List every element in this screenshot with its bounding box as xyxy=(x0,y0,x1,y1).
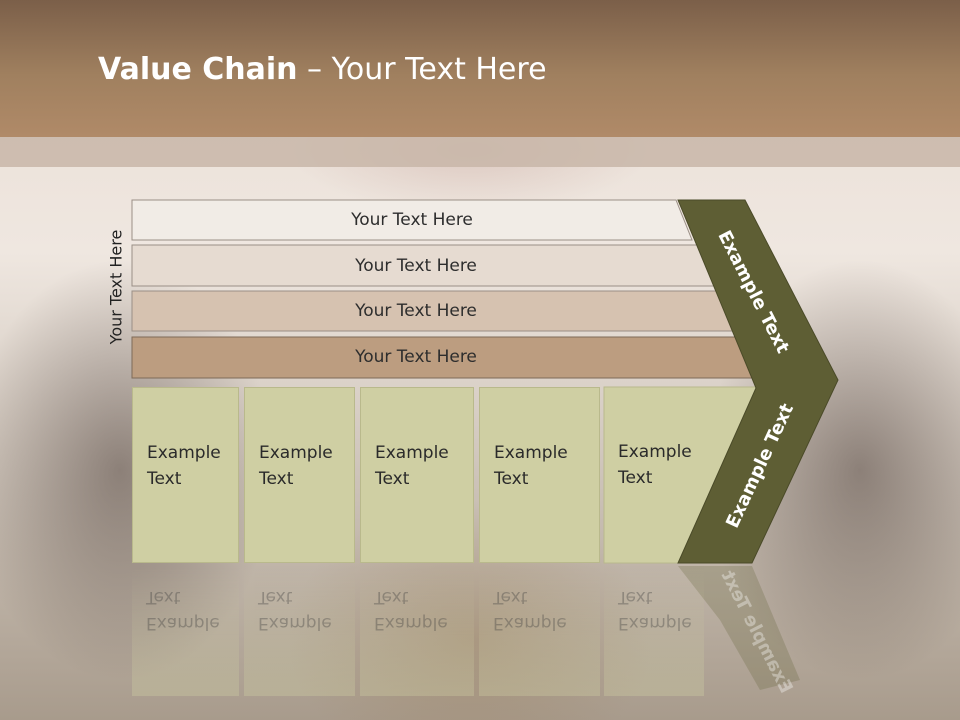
row-2-label: Your Text Here xyxy=(355,256,477,276)
column-4-reflection-line1: Example xyxy=(493,613,567,633)
column-1-reflection-line1: Example xyxy=(146,613,220,633)
column-5-line1: Example xyxy=(618,442,692,462)
column-3: Example Text xyxy=(360,387,474,563)
column-5-reflection-line1: Example xyxy=(618,613,692,633)
column-5-reflection: Example Text xyxy=(604,566,704,696)
column-1-reflection-line2: Text xyxy=(146,587,181,607)
column-3-line2: Text xyxy=(375,469,410,489)
column-2-reflection-line2: Text xyxy=(258,587,293,607)
row-3-label: Your Text Here xyxy=(355,301,477,321)
column-3-reflection-line1: Example xyxy=(374,613,448,633)
column-3-line1: Example xyxy=(375,443,449,463)
column-4-line2: Text xyxy=(494,469,529,489)
row-4-label: Your Text Here xyxy=(355,347,477,367)
column-2: Example Text xyxy=(244,387,355,563)
column-4-reflection: Example Text xyxy=(479,566,600,696)
column-5: Example Text xyxy=(604,387,704,563)
row-1: Your Text Here xyxy=(132,200,692,240)
chevron-arrow xyxy=(677,199,839,564)
row-shape-1 xyxy=(131,199,693,241)
column-3-reflection-line2: Text xyxy=(374,587,409,607)
column-2-reflection: Example Text xyxy=(244,566,355,696)
row-2: Your Text Here xyxy=(132,246,700,286)
title-bold: Value Chain xyxy=(98,52,298,87)
column-1-line2: Text xyxy=(147,469,182,489)
header-band xyxy=(0,137,960,167)
chevron-reflection xyxy=(678,566,800,690)
column-4-reflection-line2: Text xyxy=(493,587,528,607)
column-4: Example Text xyxy=(479,387,600,563)
column-2-reflection-line1: Example xyxy=(258,613,332,633)
column-1-reflection: Example Text xyxy=(132,566,239,696)
column-5-reflection-line2: Text xyxy=(618,587,653,607)
column-1-line1: Example xyxy=(147,443,221,463)
row-1-label: Your Text Here xyxy=(351,210,473,230)
column-1: Example Text xyxy=(132,387,239,563)
row-3: Your Text Here xyxy=(132,291,700,331)
column-4-line1: Example xyxy=(494,443,568,463)
title-rest: – Your Text Here xyxy=(297,52,547,87)
slide-title: Value Chain – Your Text Here xyxy=(98,52,547,87)
column-2-line1: Example xyxy=(259,443,333,463)
column-3-reflection: Example Text xyxy=(360,566,474,696)
row-4: Your Text Here xyxy=(132,337,700,377)
header-bar xyxy=(0,0,960,137)
column-2-line2: Text xyxy=(259,469,294,489)
column-5-line2: Text xyxy=(618,468,653,488)
